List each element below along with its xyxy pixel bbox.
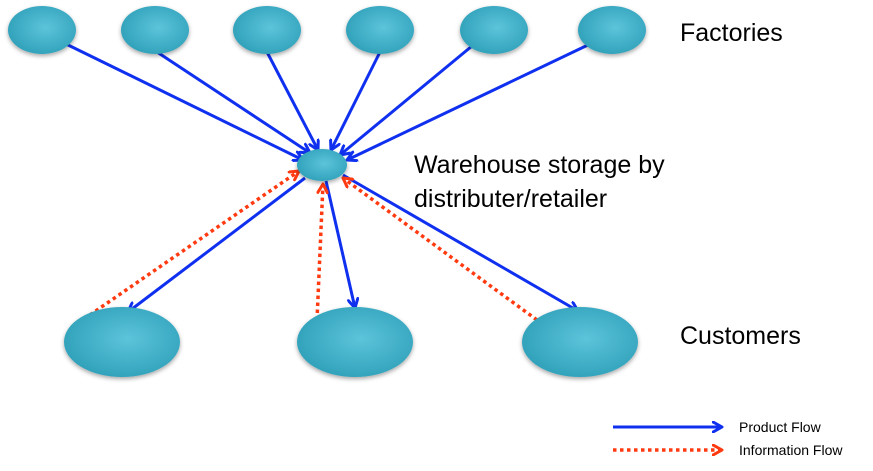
factories-group: [8, 6, 646, 54]
factories-label: Factories: [680, 19, 783, 47]
customer-node: [64, 307, 180, 377]
legend-information-flow-label: Information Flow: [739, 442, 843, 458]
warehouse-node: [297, 149, 347, 181]
warehouse-label-line1: Warehouse storage by: [414, 151, 665, 179]
warehouse-to-customer-arrows: [128, 173, 578, 312]
legend: [613, 427, 722, 450]
customer-node: [297, 307, 413, 377]
factory-to-warehouse-arrows: [65, 42, 591, 160]
factory-node: [578, 6, 646, 54]
factory-node: [460, 6, 528, 54]
customer-node: [522, 307, 638, 377]
factory-node: [121, 6, 189, 54]
information-flow-arrow: [315, 184, 323, 321]
product-flow-arrow: [340, 44, 473, 155]
product-flow-arrow: [265, 51, 318, 150]
product-flow-arrow: [65, 42, 303, 160]
product-flow-arrow: [331, 51, 382, 150]
customers-label: Customers: [680, 322, 801, 350]
product-flow-arrow: [347, 42, 591, 160]
product-flow-arrow: [128, 176, 306, 312]
product-flow-arrow: [324, 180, 355, 308]
warehouse-label-line2: distributer/retailer: [414, 185, 608, 213]
customers-group: [64, 307, 638, 377]
product-flow-arrow: [156, 50, 310, 153]
factory-node: [8, 6, 76, 54]
information-flow-arrow: [343, 178, 539, 322]
information-flow-arrow: [83, 171, 299, 321]
factory-node: [346, 6, 414, 54]
product-flow-arrow: [342, 173, 578, 311]
factory-node: [233, 6, 301, 54]
information-flow-arrows: [83, 171, 539, 322]
legend-product-flow-label: Product Flow: [739, 419, 821, 435]
